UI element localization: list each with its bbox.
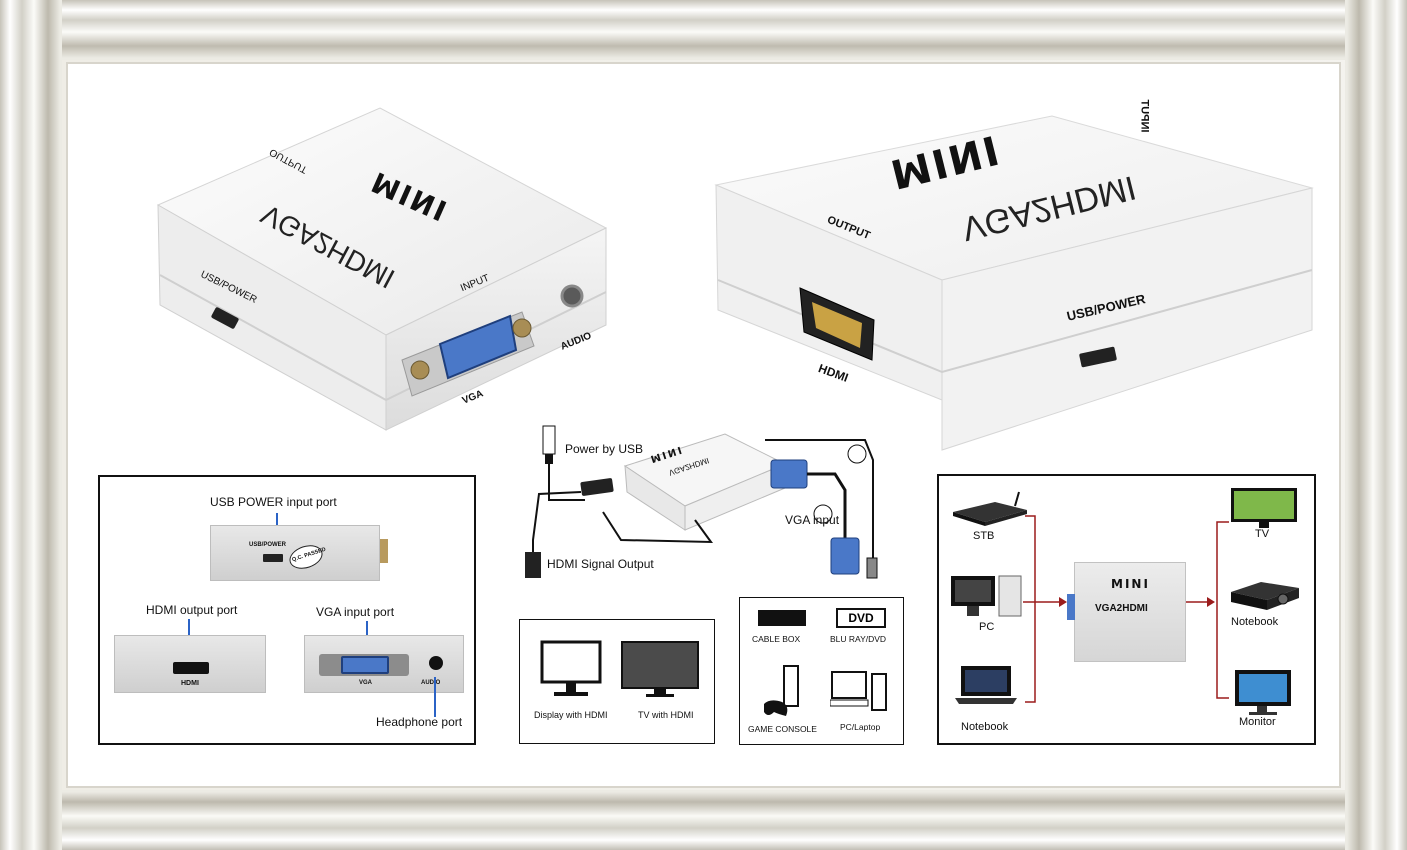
vga-input-label: VGA input: [785, 513, 840, 527]
usb-small-label: USB/POWER: [249, 542, 287, 548]
pc-laptop-icon: [830, 671, 887, 711]
vga-small-label: VGA: [359, 680, 373, 686]
device-left-photo: [156, 107, 608, 431]
notebook-right-label: Notebook: [1231, 616, 1279, 628]
stb-icon: [953, 491, 1027, 526]
hdmi-port-icon: [173, 662, 209, 674]
pc-label: PC: [979, 621, 995, 633]
blu-ray-dvd-label: BLU RAY/DVD: [830, 634, 887, 644]
flow-device-brand: MINI: [1111, 577, 1150, 591]
qc-badge-icon: Q.C. PASSED: [286, 541, 327, 573]
usb-power-port-label: USB POWER input port: [210, 495, 337, 509]
vga-port-icon: [341, 656, 389, 674]
display-with-hdmi-label: Display with HDMI: [534, 710, 608, 720]
vga-input-port-label: VGA input port: [316, 605, 395, 619]
audio-small-label: AUDIO: [421, 680, 441, 686]
pc-laptop-label: PC/Laptop: [840, 722, 881, 732]
projector-icon: [1231, 582, 1299, 610]
monitor-flow-icon: [1235, 670, 1291, 715]
power-by-usb-label: Power by USB: [565, 442, 644, 456]
frame-bottom: [0, 790, 1407, 850]
flow-lines: [1023, 515, 1229, 703]
audio-jack-icon: [429, 656, 443, 670]
tv-flow-icon: [1231, 488, 1297, 528]
sources-panel: DVD CABLE BOX BLU RAY/DVD GAME CONSOLE P…: [739, 597, 904, 745]
headphone-port-label: Headphone port: [376, 715, 463, 729]
hdmi-port-right: [799, 287, 875, 361]
game-console-icon: [764, 665, 799, 716]
flow-center-device: MINI VGA2HDMI: [1074, 562, 1186, 662]
flow-panel: STB PC Notebook MINI VGA2HDMI TV Noteboo…: [937, 474, 1316, 745]
notebook-left-icon: [955, 666, 1017, 704]
cable-box-icon: [758, 610, 806, 626]
usb-port-icon: [263, 554, 283, 562]
vga-side-view: VGA AUDIO: [304, 635, 464, 693]
device-right-photo: [714, 115, 1314, 451]
device-right-input-label: INPUT: [1138, 99, 1151, 133]
hdmi-small-label: HDMI: [181, 680, 199, 687]
flow-vga-stub: [1067, 594, 1075, 620]
qc-badge-text: Q.C. PASSED: [291, 546, 327, 564]
vga-port-left: [401, 311, 535, 397]
ports-panel: USB POWER input port USB/POWER Q.C. PASS…: [98, 475, 476, 745]
frame-left: [0, 0, 62, 850]
side-connector: [380, 539, 388, 563]
tv-label: TV: [1255, 528, 1270, 540]
monitor-label: Monitor: [1239, 716, 1276, 728]
monitor-icon: [540, 640, 602, 696]
frame-right: [1345, 0, 1407, 850]
displays-panel: Display with HDMI TV with HDMI: [519, 619, 715, 744]
hdmi-side-view: HDMI: [114, 635, 266, 693]
cable-box-label: CABLE BOX: [752, 634, 801, 644]
stb-label: STB: [973, 530, 995, 542]
frame-top: [0, 0, 1407, 60]
usb-side-view: USB/POWER Q.C. PASSED: [210, 525, 380, 581]
notebook-left-label: Notebook: [961, 721, 1009, 733]
hdmi-signal-output-label: HDMI Signal Output: [547, 557, 654, 571]
connection-diagram: [525, 425, 878, 579]
hdmi-output-port-label: HDMI output port: [146, 603, 238, 617]
game-console-label: GAME CONSOLE: [748, 724, 817, 734]
flow-device-model: VGA2HDMI: [1095, 603, 1148, 614]
tv-with-hdmi-label: TV with HDMI: [638, 710, 694, 720]
dvd-badge: DVD: [836, 608, 886, 628]
headphone-pointer-line: [434, 677, 436, 717]
pc-icon: [951, 575, 1022, 617]
tv-icon: [621, 641, 699, 697]
